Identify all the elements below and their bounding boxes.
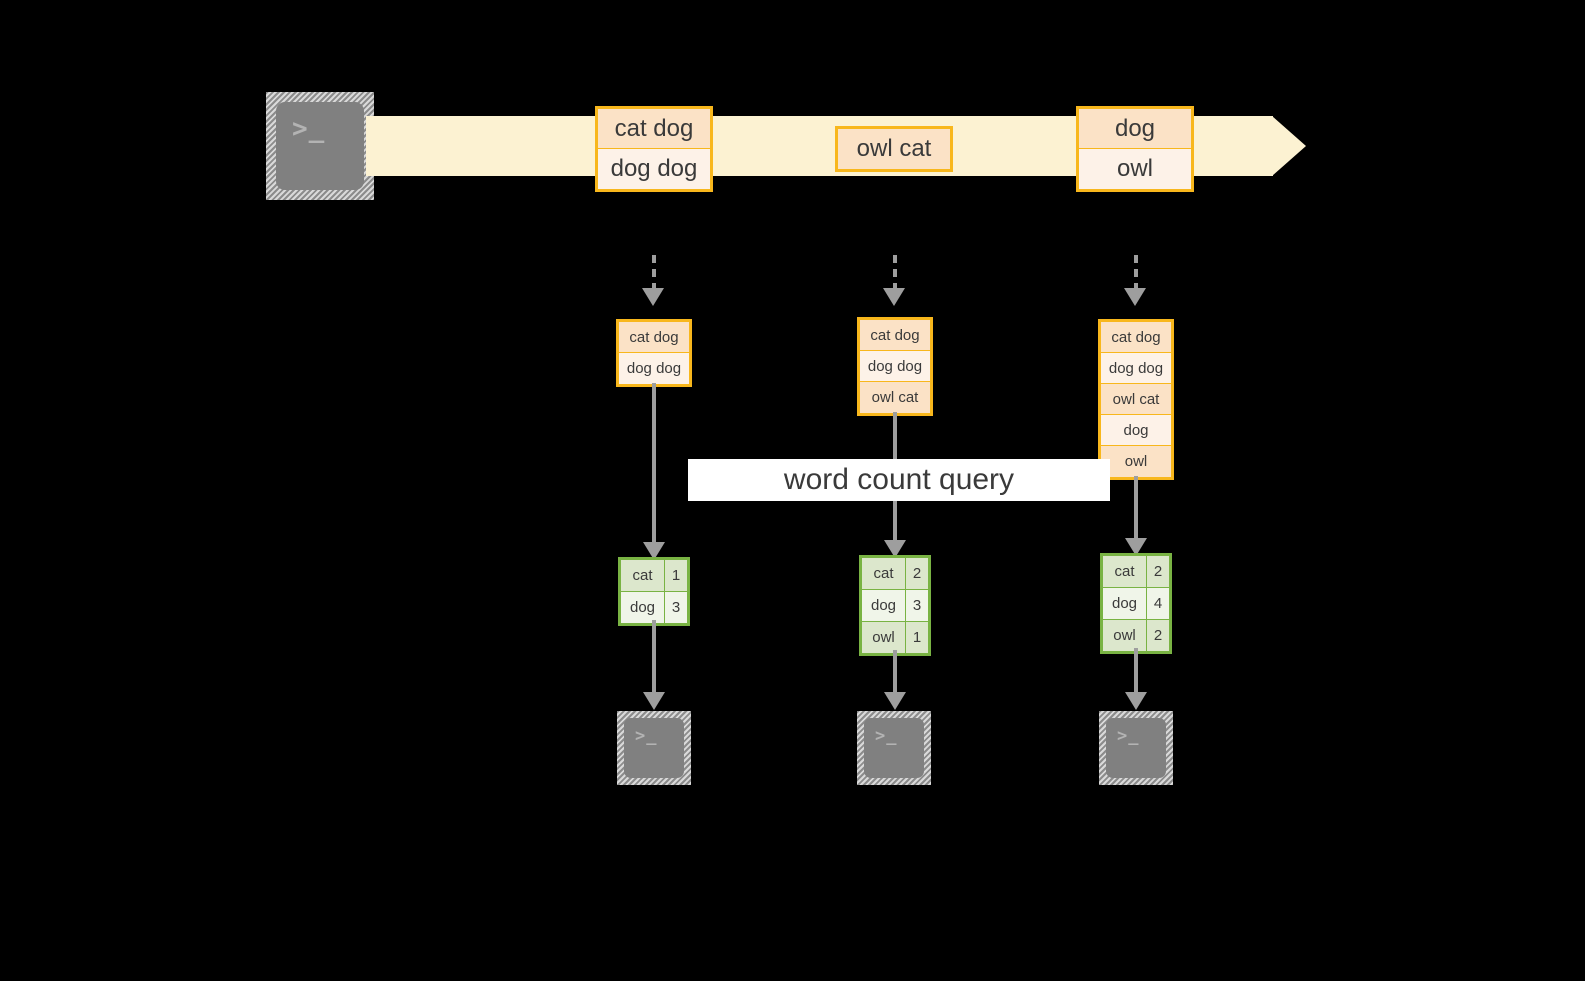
result-count: 2 [1147, 620, 1169, 651]
snapshot-1-buffer: cat dog dog dog [616, 319, 692, 387]
result-row: cat 1 [621, 560, 687, 592]
buffer-event: cat dog [1101, 322, 1171, 353]
stream-event: cat dog [598, 109, 710, 149]
result-to-sink-connector-2 [893, 650, 897, 700]
buffer-event: dog dog [860, 351, 930, 382]
snapshot-2-sink-terminal-icon: >_ [857, 711, 931, 785]
terminal-screen: >_ [1106, 718, 1166, 778]
terminal-screen: >_ [276, 102, 364, 190]
result-count: 1 [665, 560, 687, 591]
stream-event: owl cat [838, 129, 950, 169]
buffer-event: dog dog [619, 353, 689, 384]
buffer-to-result-arrowhead-1 [643, 542, 665, 560]
stream-to-buffer-connector [652, 255, 656, 291]
result-row: owl 2 [1103, 620, 1169, 651]
result-word: cat [862, 558, 907, 589]
buffer-event: owl [1101, 446, 1171, 477]
stream-event: dog [1079, 109, 1191, 149]
stream-to-buffer-arrowhead [642, 288, 664, 306]
stream-to-buffer-connector [1134, 255, 1138, 291]
result-to-sink-arrowhead-1 [643, 692, 665, 710]
result-row: dog 4 [1103, 588, 1169, 620]
terminal-prompt-glyph: >_ [292, 114, 326, 144]
buffer-event: dog dog [1101, 353, 1171, 384]
buffer-to-result-connector-3 [1134, 476, 1138, 548]
buffer-event: owl cat [1101, 384, 1171, 415]
event-stream-arrowhead [1272, 116, 1306, 176]
buffer-to-result-arrowhead-3 [1125, 538, 1147, 556]
stream-to-buffer-arrowhead [1124, 288, 1146, 306]
result-row: dog 3 [621, 592, 687, 623]
buffer-event: cat dog [619, 322, 689, 353]
result-to-sink-connector-3 [1134, 648, 1138, 700]
snapshot-2-result-table: cat 2 dog 3 owl 1 [859, 555, 931, 656]
result-count: 2 [906, 558, 928, 589]
buffer-event: cat dog [860, 320, 930, 351]
stream-group-2: owl cat [835, 126, 953, 172]
snapshot-1-result-table: cat 1 dog 3 [618, 557, 690, 626]
buffer-to-result-connector-1 [652, 383, 656, 551]
stream-to-buffer-connector [893, 255, 897, 291]
result-word: cat [621, 560, 666, 591]
terminal-screen: >_ [624, 718, 684, 778]
snapshot-3-sink-terminal-icon: >_ [1099, 711, 1173, 785]
terminal-prompt-glyph: >_ [875, 726, 898, 746]
result-word: owl [862, 622, 907, 653]
result-word: cat [1103, 556, 1148, 587]
result-word: owl [1103, 620, 1148, 651]
result-count: 1 [906, 622, 928, 653]
snapshot-1-sink-terminal-icon: >_ [617, 711, 691, 785]
result-word: dog [1103, 588, 1148, 619]
result-to-sink-arrowhead-2 [884, 692, 906, 710]
stream-event: owl [1079, 149, 1191, 189]
result-row: cat 2 [862, 558, 928, 590]
buffer-event: owl cat [860, 382, 930, 413]
result-count: 2 [1147, 556, 1169, 587]
result-count: 4 [1147, 588, 1169, 619]
stream-group-1: cat dog dog dog [595, 106, 713, 192]
result-row: owl 1 [862, 622, 928, 653]
query-banner-label: word count query [783, 463, 1015, 496]
buffer-event: dog [1101, 415, 1171, 446]
terminal-prompt-glyph: >_ [635, 726, 658, 746]
query-banner: word count query [688, 459, 1110, 501]
result-row: cat 2 [1103, 556, 1169, 588]
buffer-to-result-arrowhead-2 [884, 540, 906, 558]
snapshot-3-result-table: cat 2 dog 4 owl 2 [1100, 553, 1172, 654]
result-count: 3 [906, 590, 928, 621]
snapshot-2-buffer: cat dog dog dog owl cat [857, 317, 933, 416]
source-terminal-icon: >_ [266, 92, 374, 200]
stream-group-3: dog owl [1076, 106, 1194, 192]
result-to-sink-connector-1 [652, 620, 656, 700]
result-row: dog 3 [862, 590, 928, 622]
result-to-sink-arrowhead-3 [1125, 692, 1147, 710]
stream-event: dog dog [598, 149, 710, 189]
snapshot-3-buffer: cat dog dog dog owl cat dog owl [1098, 319, 1174, 480]
result-word: dog [862, 590, 907, 621]
terminal-prompt-glyph: >_ [1117, 726, 1140, 746]
stream-to-buffer-arrowhead [883, 288, 905, 306]
terminal-screen: >_ [864, 718, 924, 778]
result-word: dog [621, 592, 666, 623]
result-count: 3 [665, 592, 687, 623]
